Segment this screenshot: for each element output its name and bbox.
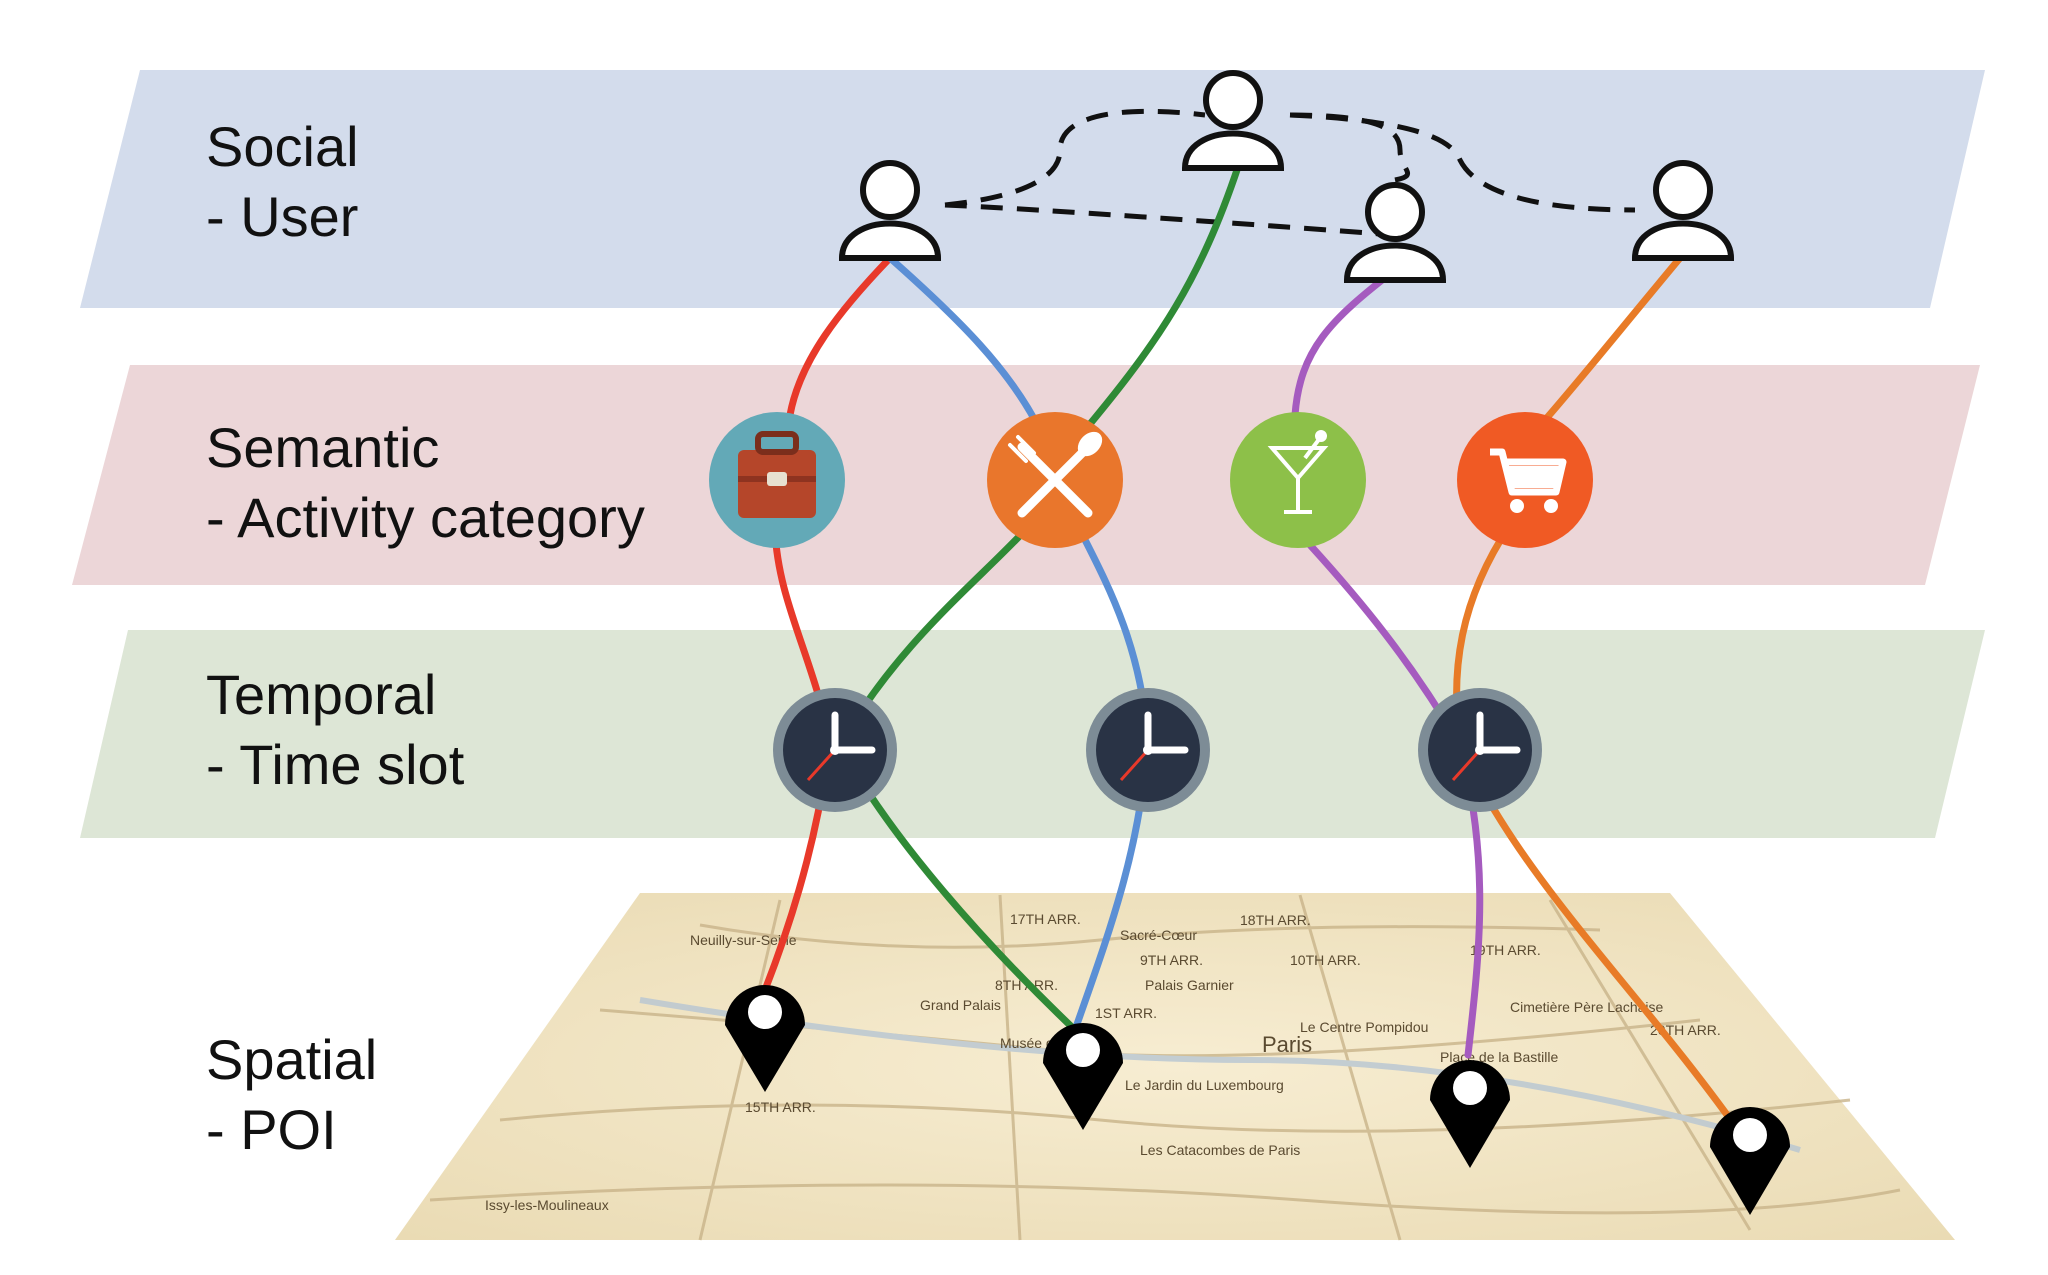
map-label: 19TH ARR.: [1470, 942, 1541, 958]
map-pin-icon: [1043, 1023, 1123, 1130]
map-label: 10TH ARR.: [1290, 952, 1361, 968]
map-label: Grand Palais: [920, 997, 1001, 1013]
users: [838, 70, 1735, 283]
poi-map: Neuilly-sur-Seine 17TH ARR. Sacré-Cœur 1…: [395, 893, 1955, 1241]
map-label: 1ST ARR.: [1095, 1005, 1157, 1021]
cocktail-icon: [1267, 430, 1329, 514]
layer-subtitle: - User: [206, 185, 359, 248]
user-icon: [1343, 182, 1447, 283]
poi-pins: [725, 985, 1790, 1215]
time-slots: [773, 688, 1542, 812]
clock-icon: [773, 688, 897, 812]
layer-title: Spatial: [206, 1028, 378, 1091]
clock-icon: [1418, 688, 1542, 812]
activity-briefcase: [709, 412, 845, 548]
social-link: [944, 108, 1206, 208]
layer-title: Temporal: [206, 663, 437, 726]
map-label: 18TH ARR.: [1240, 912, 1311, 928]
activity-nightlife: [1230, 412, 1366, 548]
map-label: Le Jardin du Luxembourg: [1125, 1077, 1284, 1093]
social-layer-label: Social - User: [206, 112, 359, 252]
activity-dining: [987, 412, 1123, 548]
layer-title: Social: [206, 115, 359, 178]
map-label: Le Centre Pompidou: [1300, 1019, 1428, 1035]
map-label: 9TH ARR.: [1140, 952, 1203, 968]
map-label: 17TH ARR.: [1010, 911, 1081, 927]
activity-shopping: [1457, 412, 1593, 548]
map-pin-icon: [1430, 1060, 1510, 1168]
map-label: Les Catacombes de Paris: [1140, 1142, 1300, 1158]
map-label: Cimetière Père Lachaise: [1510, 999, 1664, 1015]
semantic-layer-label: Semantic - Activity category: [206, 413, 645, 553]
map-label: Sacré-Cœur: [1120, 927, 1197, 943]
layer-title: Semantic: [206, 416, 440, 479]
layer-subtitle: - Time slot: [206, 733, 465, 796]
spatial-layer-label: Spatial - POI: [206, 1025, 377, 1165]
user-icon: [1181, 70, 1285, 171]
map-label: Paris: [1262, 1032, 1312, 1057]
map-label: Palais Garnier: [1145, 977, 1234, 993]
map-label: Neuilly-sur-Seine: [690, 932, 797, 948]
temporal-layer-label: Temporal - Time slot: [206, 660, 464, 800]
social-link: [1289, 112, 1636, 213]
map-roads: [429, 894, 1901, 1241]
fork-spoon-icon: [1008, 431, 1103, 518]
social-layer-band: [80, 70, 1985, 308]
shopping-cart-icon: [1490, 448, 1567, 513]
social-links: [944, 108, 1636, 238]
map-pin-icon: [725, 985, 805, 1092]
map-pin-icon: [1710, 1107, 1790, 1215]
briefcase-icon: [738, 431, 816, 518]
social-link: [944, 202, 1396, 238]
layer-subtitle: - Activity category: [206, 486, 645, 549]
map-labels: Neuilly-sur-Seine 17TH ARR. Sacré-Cœur 1…: [485, 911, 1721, 1213]
clock-icon: [1086, 688, 1210, 812]
user-icon: [1631, 160, 1735, 261]
map-label: Issy-les-Moulineaux: [485, 1197, 609, 1213]
layer-subtitle: - POI: [206, 1098, 337, 1161]
map-plane: [395, 893, 1955, 1240]
map-label: 15TH ARR.: [745, 1099, 816, 1115]
user-icon: [838, 160, 942, 261]
